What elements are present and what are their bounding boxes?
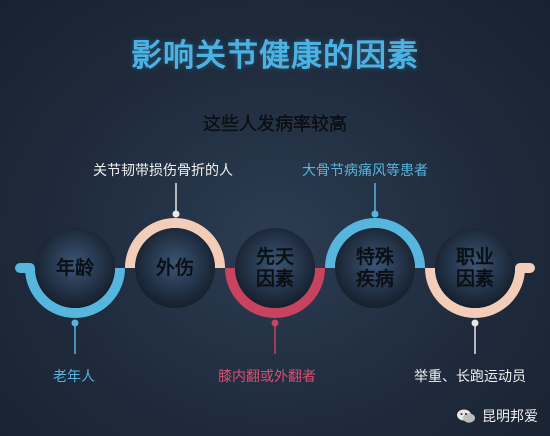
node-orb-age: [35, 228, 115, 308]
callout-dot-bottom1: [71, 319, 79, 327]
wave-segment-2: [125, 218, 225, 269]
node-label-disease: 特殊 疾病: [335, 246, 415, 290]
wave-segment-3: [225, 267, 325, 318]
node-label-occupation-line2: 因素: [455, 268, 494, 290]
node-label-occupation-line1: 职业: [455, 246, 494, 268]
callout-top-trauma: 关节韧带损伤骨折的人: [93, 163, 233, 179]
wechat-icon: [456, 408, 476, 424]
node-label-age-line1: 年龄: [55, 257, 94, 279]
callout-top-disease: 大骨节病痛风等患者: [302, 163, 428, 179]
callout-dot-bottom3: [471, 319, 479, 327]
node-orb-occupation: [435, 228, 515, 308]
node-orb-disease: [335, 228, 415, 308]
node-label-trauma-line1: 外伤: [155, 257, 194, 279]
node-label-congenital-line2: 因素: [255, 268, 294, 290]
callout-bottom-age: 老年人: [53, 369, 95, 385]
callout-bottom-congenital: 膝内翻或外翻者: [218, 369, 316, 385]
node-label-age: 年龄: [35, 257, 115, 279]
callout-dot-top1: [172, 210, 180, 218]
node-label-disease-line2: 疾病: [355, 268, 394, 290]
wave-segment-4: [325, 218, 425, 269]
brand-name: 昆明邦爱: [482, 409, 538, 425]
callout-bottom-occupation: 举重、长跑运动员: [414, 369, 526, 385]
node-label-disease-line1: 特殊: [355, 246, 394, 268]
wave-segment-5: [425, 267, 525, 318]
wave-segment-1: [25, 267, 125, 318]
node-label-congenital: 先天 因素: [235, 246, 315, 290]
node-orb-congenital: [235, 228, 315, 308]
node-label-trauma: 外伤: [135, 257, 215, 279]
brand-watermark: 昆明邦爱: [456, 406, 538, 426]
node-label-congenital-line1: 先天: [255, 246, 294, 268]
callout-dot-top2: [371, 210, 379, 218]
node-label-occupation: 职业 因素: [435, 246, 515, 290]
node-orb-trauma: [135, 228, 215, 308]
callout-dot-bottom2: [271, 319, 279, 327]
page-title: 影响关节健康的因素: [131, 38, 419, 74]
page-subtitle: 这些人发病率较高: [203, 114, 347, 135]
